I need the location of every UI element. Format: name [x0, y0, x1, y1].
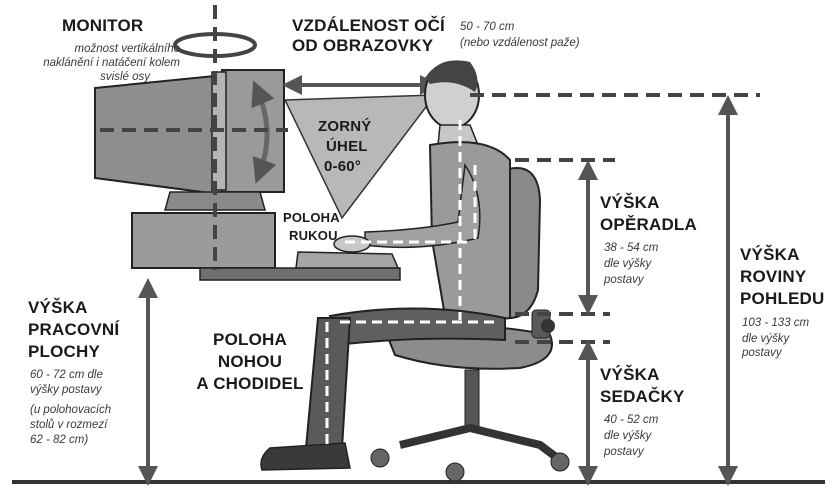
person [260, 60, 511, 471]
seat-height-note-2: dle výšky [604, 430, 652, 442]
view-plane-note-1: 103 - 133 cm [742, 317, 810, 329]
desk-height-title-1: VÝŠKA [28, 298, 88, 317]
view-plane-title-1: VÝŠKA [740, 245, 800, 264]
eye-distance-note-1: 50 - 70 cm [460, 21, 515, 33]
eye-distance-title-2: OD OBRAZOVKY [292, 36, 434, 55]
desk-height-note-3: (u polohovacích [30, 404, 112, 416]
view-angle-3: 0-60° [324, 158, 362, 175]
seat-height-note-1: 40 - 52 cm [604, 414, 659, 426]
view-angle-2: ÚHEL [326, 138, 368, 155]
desk [199, 267, 401, 281]
desk-height-note-1: 60 - 72 cm dle [30, 369, 103, 381]
monitor-title: MONITOR [62, 16, 144, 35]
desk-height-title-3: PLOCHY [28, 342, 101, 361]
backrest-note-3: postavy [604, 274, 644, 286]
hand-position-2: RUKOU [289, 228, 338, 243]
feet-position-1: POLOHA [213, 330, 287, 349]
computer-case [131, 212, 276, 269]
view-angle-1: ZORNÝ [318, 118, 372, 135]
eye-distance-note-2: (nebo vzdálenost paže) [460, 37, 580, 49]
keyboard [295, 251, 400, 269]
desk-height-note-2: výšky postavy [30, 384, 102, 396]
desk-height-note-5: 62 - 82 cm) [30, 434, 89, 446]
feet-position-3: A CHODIDEL [196, 374, 304, 393]
backrest-note-2: dle výšky [604, 258, 652, 270]
monitor-note-3: svislé osy [100, 71, 150, 83]
backrest-note-1: 38 - 54 cm [604, 242, 659, 254]
view-plane-note-3: postavy [742, 347, 782, 359]
monitor-note-2: naklánění i natáčení kolem [43, 57, 180, 69]
desk-height-note-4: stolů v rozmezí [30, 419, 108, 431]
view-plane-title-3: POHLEDU [740, 289, 825, 308]
eye-distance-title-1: VZDÁLENOST OČÍ [292, 16, 445, 35]
seat-height-note-3: postavy [604, 446, 644, 458]
feet-position-2: NOHOU [217, 352, 283, 371]
seat-height-title-1: VÝŠKA [600, 365, 660, 384]
hand-position-1: POLOHA [283, 210, 340, 225]
backrest-title-2: OPĚRADLA [600, 215, 697, 234]
view-plane-note-2: dle výšky [742, 333, 790, 345]
view-angle-cone [283, 94, 437, 220]
monitor-note-1: možnost vertikálního [74, 43, 180, 55]
backrest-title-1: VÝŠKA [600, 193, 660, 212]
desk-height-title-2: PRACOVNÍ [28, 320, 120, 339]
view-plane-title-2: ROVINY [740, 267, 807, 286]
seat-height-title-2: SEDAČKY [600, 387, 685, 406]
